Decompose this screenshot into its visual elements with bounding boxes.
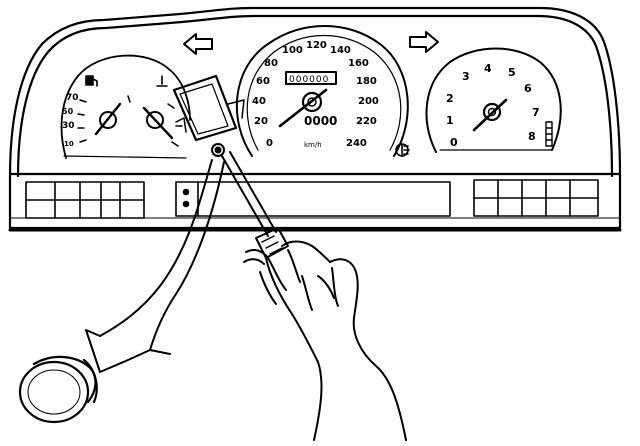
rpm-scale-label: 5	[508, 66, 516, 79]
speed-scale-label: 100	[282, 45, 303, 56]
speedometer: 0 20 40 60 80 100 120 140 160 180 200 22…	[235, 25, 409, 157]
speed-scale-label: 120	[306, 40, 327, 51]
speed-scale-label: 40	[252, 96, 266, 107]
knob-icon	[18, 355, 98, 424]
indicator-light	[182, 188, 190, 196]
indicator-light	[182, 200, 190, 208]
speed-scale-label: 0	[266, 138, 273, 149]
rpm-scale-label: 2	[446, 92, 454, 105]
callout-arrow	[85, 159, 225, 373]
tachometer-needle	[472, 98, 508, 132]
speed-scale-label: 240	[346, 138, 367, 149]
reminder-panel	[172, 74, 245, 142]
turn-left-arrow-icon	[183, 33, 213, 55]
fuel-pump-icon	[85, 75, 98, 87]
speed-scale-label: 80	[264, 58, 278, 69]
reset-button[interactable]	[211, 143, 225, 157]
right-switch-block	[473, 179, 599, 217]
tachometer: 0 1 2 3 4 5 6 7 8	[425, 47, 562, 153]
fuel-gauge-needle	[94, 102, 122, 136]
speed-scale-label: 140	[330, 45, 351, 56]
speed-scale-label: 160	[348, 58, 369, 69]
left-switch-block	[25, 181, 145, 219]
speedometer-needle	[278, 88, 328, 128]
temp-gauge-needle	[142, 106, 174, 140]
turn-right-arrow-icon	[409, 31, 439, 53]
high-beam-indicator-icon	[395, 143, 410, 157]
temp-scale-label: 70	[66, 93, 79, 103]
odometer-display	[285, 71, 337, 85]
trip-reading: 0000	[304, 114, 337, 128]
hand-icon	[243, 240, 407, 441]
speed-scale-label: 220	[356, 116, 377, 127]
speed-scale-label: 200	[358, 96, 379, 107]
rpm-scale-label: 6	[524, 82, 532, 95]
center-display-strip	[175, 181, 451, 217]
odometer-reading: 000000	[289, 75, 329, 85]
rpm-scale-label: 4	[484, 62, 492, 75]
temp-scale-label: 30	[62, 121, 75, 131]
temp-scale-label: 10	[64, 140, 74, 148]
speed-unit-label: km/h	[304, 141, 322, 149]
rpm-scale-label: 0	[450, 136, 458, 149]
redline-zone	[545, 121, 553, 147]
pointer-tool-icon	[221, 151, 289, 259]
rpm-scale-label: 8	[528, 130, 536, 143]
thermometer-icon	[156, 75, 168, 87]
speed-scale-label: 20	[254, 116, 268, 127]
rpm-scale-label: 7	[532, 106, 540, 119]
temp-scale-label: 50	[62, 107, 74, 116]
fuel-temp-gauge: 70 50 30 10	[60, 54, 191, 159]
rpm-scale-label: 3	[462, 70, 470, 83]
speed-scale-label: 60	[256, 76, 270, 87]
rpm-scale-label: 1	[446, 114, 454, 127]
speed-scale-label: 180	[356, 76, 377, 87]
